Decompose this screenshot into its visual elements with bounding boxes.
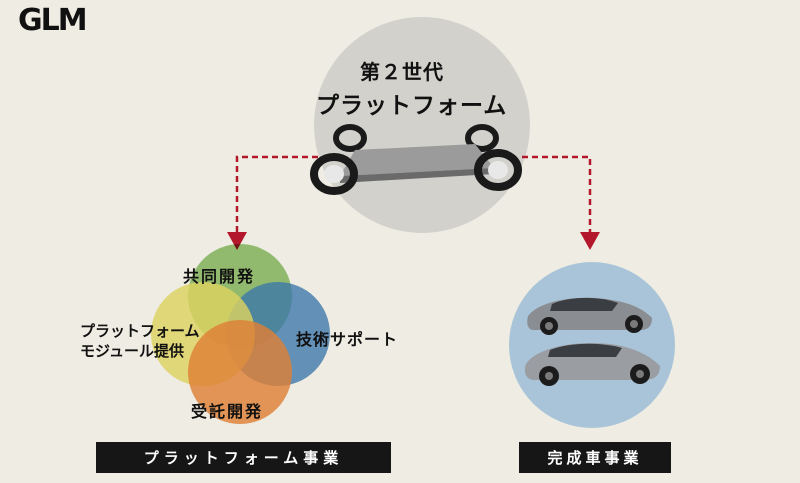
venn-circle-contract-dev — [188, 320, 292, 424]
venn-label-contract-dev: 受託開発 — [191, 402, 264, 421]
venn-diagram — [151, 244, 330, 424]
arrow-right — [522, 155, 592, 232]
arrow-left — [235, 155, 318, 232]
venn-label-module-line2: モジュール提供 — [80, 342, 184, 360]
arrow-left-head — [227, 232, 247, 250]
vehicle-car-bottom-image — [524, 342, 660, 386]
vehicle-business-banner: 完成車事業 — [519, 442, 671, 473]
platform-chassis-image — [310, 124, 522, 195]
platform-business-banner: プラットフォーム事業 — [96, 442, 391, 473]
platform-title-line1: 第２世代 — [360, 60, 444, 84]
venn-label-joint-dev: 共同開発 — [183, 267, 256, 286]
arrow-right-head — [580, 232, 600, 250]
platform-title-line2: プラットフォーム — [316, 93, 508, 119]
venn-label-module-line1: プラットフォーム — [80, 322, 200, 340]
vehicle-car-top-image — [527, 297, 652, 335]
glm-logo: GLM — [18, 3, 88, 38]
venn-label-tech-support: 技術サポート — [296, 330, 399, 349]
